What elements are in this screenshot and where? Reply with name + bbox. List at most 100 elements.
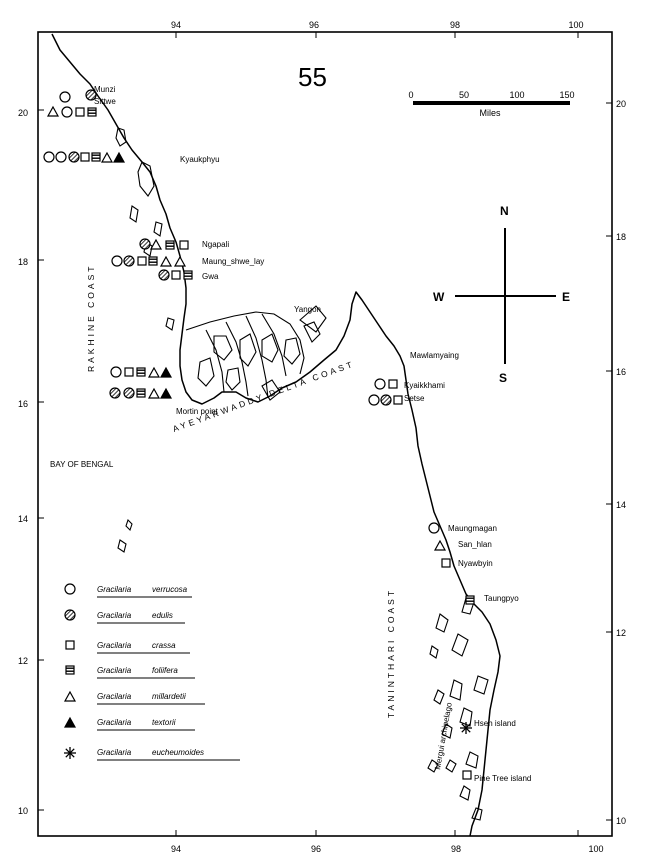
place-labels: Munzi Sittwe Kyaukphyu Ngapali Maung_shw…: [94, 85, 531, 783]
site-millardetii: [434, 540, 446, 551]
lat-label-right: 10: [616, 816, 626, 826]
legend-genus: Gracilaria: [97, 748, 132, 757]
site-verrucosa: [428, 522, 440, 534]
site-textorii: [160, 388, 172, 399]
site-foliifera: [465, 595, 475, 605]
legend-genus: Gracilaria: [97, 666, 132, 675]
legend-symbol-circle-hatched: [64, 609, 76, 621]
site-foliifera: [183, 270, 193, 280]
lon-label-bottom: 94: [171, 844, 181, 854]
legend-genus: Gracilaria: [97, 611, 132, 620]
site-verrucosa: [61, 106, 73, 118]
site-verrucosa: [55, 151, 67, 163]
legend-symbol-triangle-filled: [64, 717, 76, 728]
scale-tick: 0: [408, 90, 413, 100]
site-millardetii: [47, 106, 59, 117]
place-taungpyo: Taungpyo: [484, 594, 519, 603]
legend-genus: Gracilaria: [97, 692, 132, 701]
place-yangon: Yangon: [294, 305, 321, 314]
lat-label-left: 20: [18, 108, 28, 118]
compass-s: S: [499, 371, 507, 385]
legend-species: textorii: [152, 718, 176, 727]
region-rakhine: RAKHINE COAST: [86, 264, 96, 372]
place-gwa: Gwa: [202, 272, 219, 281]
longitude-tick-96: 96 96: [309, 20, 321, 854]
lat-label-right: 14: [616, 500, 626, 510]
region-bay: BAY OF BENGAL: [50, 460, 114, 469]
place-nyawbyin: Nyawbyin: [458, 559, 493, 568]
legend-symbol-circle-open: [64, 583, 76, 595]
site-crassa: [80, 152, 90, 162]
site-crassa: [393, 395, 403, 405]
scale-unit: Miles: [479, 108, 501, 118]
site-foliifera: [136, 367, 146, 377]
compass-w: W: [433, 290, 445, 304]
legend-species: foliifera: [152, 666, 178, 675]
lat-label-right: 16: [616, 367, 626, 377]
site-edulis: [123, 255, 135, 267]
legend-species: eucheumoides: [152, 748, 204, 757]
lat-label-left: 16: [18, 399, 28, 409]
site-millardetii: [160, 256, 172, 267]
legend-symbol-square-striped: [65, 665, 75, 675]
latitude-axis: 20 20 18 18 16 16 14 14 12 12 10 10: [18, 99, 626, 826]
legend-item: Gracilaria foliifera: [65, 665, 195, 679]
site-millardetii: [150, 239, 162, 250]
legend-item: Gracilaria crassa: [65, 640, 190, 654]
place-pinetree: Pine Tree island: [474, 774, 531, 783]
longitude-axis: 94 94 96 96 98 98 100 100: [171, 20, 604, 854]
site-millardetii: [148, 388, 160, 399]
place-kyaikkhami: Kyaikkhami: [404, 381, 445, 390]
place-ngapali: Ngapali: [202, 240, 229, 249]
place-munzi: Munzi: [94, 85, 116, 94]
legend-item: Gracilaria edulis: [64, 609, 185, 624]
lat-label-left: 12: [18, 656, 28, 666]
lon-label-top: 96: [309, 20, 319, 30]
legend-species: crassa: [152, 641, 176, 650]
site-crassa: [441, 558, 451, 568]
plate-number: 55: [298, 62, 327, 92]
place-kyaukphyu: Kyaukphyu: [180, 155, 220, 164]
map-frame: [37, 31, 613, 837]
legend-species: millardetii: [152, 692, 186, 701]
longitude-tick-98: 98 98: [450, 20, 461, 854]
compass-rose: N S E W: [433, 204, 570, 385]
legend-symbol-triangle-open: [64, 691, 76, 702]
place-mortin: Mortin point: [176, 407, 219, 416]
longitude-tick-94: 94 94: [171, 20, 181, 854]
coastline: [51, 33, 501, 837]
site-verrucosa: [111, 255, 123, 267]
legend-species: verrucosa: [152, 585, 188, 594]
legend-item: Gracilaria verrucosa: [64, 583, 192, 598]
scale-tick: 150: [559, 90, 574, 100]
site-edulis: [109, 387, 121, 399]
lat-label-left: 18: [18, 257, 28, 267]
lon-label-bottom: 98: [451, 844, 461, 854]
site-crassa: [179, 240, 189, 250]
site-edulis: [123, 387, 135, 399]
legend-genus: Gracilaria: [97, 585, 132, 594]
legend-symbol-square-open: [65, 640, 75, 650]
site-edulis: [380, 394, 392, 406]
site-edulis: [158, 269, 170, 281]
scale-tick: 100: [509, 90, 524, 100]
site-edulis: [68, 151, 80, 163]
lon-label-bottom: 100: [588, 844, 603, 854]
lon-label-top: 98: [450, 20, 460, 30]
region-tanintharyi: TANINTHARI COAST: [386, 588, 396, 718]
site-crassa: [75, 107, 85, 117]
islands: [115, 127, 489, 821]
site-crassa: [462, 770, 472, 780]
place-mawlamyaing: Mawlamyaing: [410, 351, 459, 360]
legend-genus: Gracilaria: [97, 718, 132, 727]
site-crassa: [137, 256, 147, 266]
legend-item: Gracilaria millardetii: [64, 691, 205, 705]
site-verrucosa: [110, 366, 122, 378]
compass-n: N: [500, 204, 509, 218]
site-edulis: [85, 89, 97, 101]
legend-item: Gracilaria textorii: [64, 717, 195, 731]
site-millardetii: [174, 256, 186, 267]
site-crassa: [124, 367, 134, 377]
place-setse: Setse: [404, 394, 425, 403]
